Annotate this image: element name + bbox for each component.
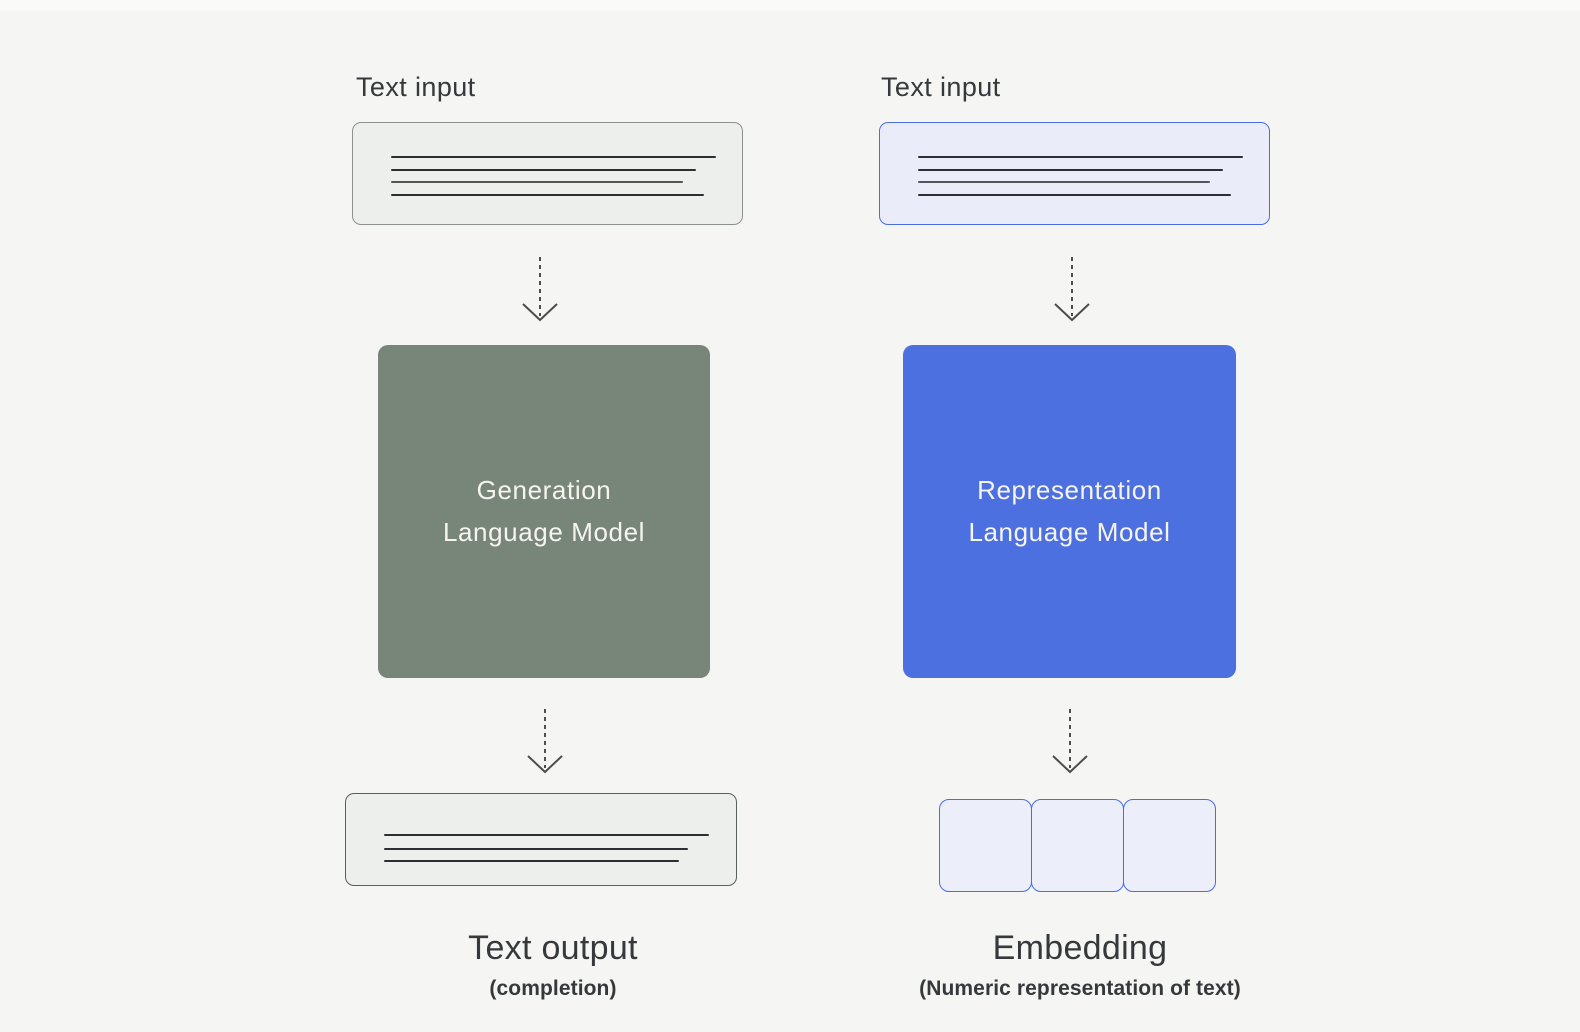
- text-line: [918, 169, 1223, 171]
- model-label-line2: Language Model: [968, 517, 1171, 547]
- model-label-line1: Generation: [476, 475, 612, 505]
- generation-input-label: Text input: [356, 72, 476, 102]
- embedding-cell: [939, 799, 1032, 892]
- text-line: [391, 156, 716, 158]
- output-title: Text output: [468, 929, 638, 967]
- text-line: [384, 848, 688, 850]
- text-line: [918, 156, 1243, 158]
- text-line: [918, 194, 1231, 196]
- arrow-down-icon: [1054, 257, 1090, 322]
- output-title: Embedding: [992, 929, 1168, 967]
- arrow-down-icon: [527, 709, 563, 774]
- generation-model-box: Generation Language Model: [378, 345, 710, 678]
- model-label-line2: Language Model: [442, 517, 646, 547]
- output-subtitle: (Numeric representation of text): [919, 977, 1241, 1000]
- text-line: [391, 169, 696, 171]
- representation-output-caption: Embedding (Numeric representation of tex…: [880, 928, 1280, 1002]
- text-line: [391, 194, 704, 196]
- text-line: [918, 181, 1210, 183]
- text-line: [391, 181, 683, 183]
- text-line: [384, 860, 679, 862]
- top-strip: [0, 0, 1580, 11]
- model-label-line1: Representation: [977, 475, 1162, 505]
- embedding-cell: [1031, 799, 1124, 892]
- generation-text-output-box: [345, 793, 737, 886]
- output-subtitle: (completion): [489, 977, 617, 1000]
- generation-output-caption: Text output (completion): [353, 928, 753, 1002]
- generation-text-input-box: [352, 122, 743, 225]
- representation-text-input-box: [879, 122, 1270, 225]
- representation-input-label: Text input: [881, 72, 1001, 102]
- representation-model-box: Representation Language Model: [903, 345, 1236, 678]
- arrow-down-icon: [522, 257, 558, 322]
- text-line: [384, 834, 709, 836]
- arrow-down-icon: [1052, 709, 1088, 774]
- embedding-cell: [1123, 799, 1216, 892]
